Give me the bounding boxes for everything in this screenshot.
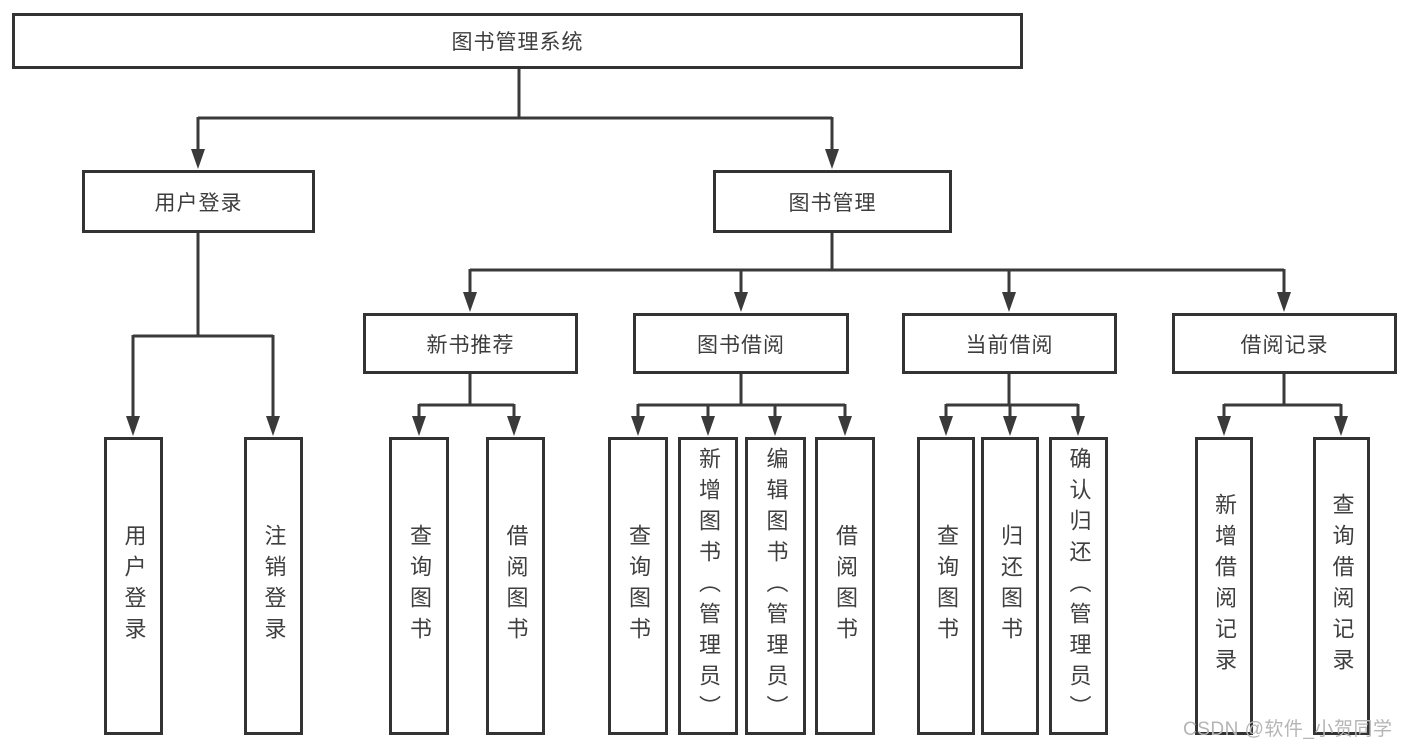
- leaf-return-book: 归还图书: [981, 437, 1039, 735]
- connector-user-login-children: [126, 233, 280, 436]
- leaf-add-book-admin: 新增图书（管理员）: [678, 437, 738, 735]
- connector-new-book-recommend-children: [412, 374, 521, 436]
- connector-borrow-records-children: [1217, 374, 1348, 436]
- leaf-confirm-return-admin-label: 确认归还（管理员）: [1066, 446, 1092, 726]
- node-root: 图书管理系统: [12, 13, 1023, 69]
- leaf-user-login: 用户登录: [104, 437, 163, 735]
- leaf-borrow-book-recommend: 借阅图书: [486, 437, 545, 735]
- node-borrow-records-label: 借阅记录: [1240, 333, 1329, 357]
- leaf-query-book-current: 查询图书: [917, 437, 975, 735]
- leaf-add-borrow-record-label: 新增借阅记录: [1212, 493, 1237, 679]
- node-book-management-label: 图书管理: [788, 191, 877, 215]
- csdn-watermark: CSDN @软件_小贺同学: [1183, 719, 1393, 740]
- leaf-borrow-book: 借阅图书: [815, 437, 875, 735]
- node-user-login: 用户登录: [82, 170, 315, 233]
- leaf-query-book-current-label: 查询图书: [934, 524, 959, 648]
- leaf-borrow-book-recommend-label: 借阅图书: [503, 524, 529, 648]
- leaf-borrow-book-label: 借阅图书: [833, 524, 858, 648]
- node-book-borrow-label: 图书借阅: [697, 333, 785, 357]
- node-new-book-recommend: 新书推荐: [363, 313, 578, 374]
- connector-root-to-level1: [191, 68, 839, 169]
- leaf-user-login-label: 用户登录: [121, 524, 147, 648]
- leaf-query-borrow-record: 查询借阅记录: [1313, 437, 1370, 735]
- leaf-query-book-recommend: 查询图书: [389, 437, 449, 735]
- node-current-borrow-label: 当前借阅: [965, 333, 1054, 357]
- connector-current-borrow-children: [939, 374, 1085, 436]
- node-book-management: 图书管理: [713, 170, 952, 233]
- connector-book-borrow-children: [631, 374, 852, 436]
- leaf-edit-book-admin-label: 编辑图书（管理员）: [763, 446, 789, 726]
- leaf-confirm-return-admin: 确认归还（管理员）: [1049, 437, 1108, 735]
- node-borrow-records: 借阅记录: [1172, 313, 1397, 374]
- node-current-borrow: 当前借阅: [902, 313, 1117, 374]
- node-root-label: 图书管理系统: [451, 31, 584, 54]
- leaf-query-book-borrow: 查询图书: [608, 437, 668, 735]
- node-new-book-recommend-label: 新书推荐: [426, 333, 515, 357]
- node-user-login-label: 用户登录: [154, 191, 243, 215]
- leaf-add-borrow-record: 新增借阅记录: [1195, 437, 1253, 735]
- leaf-query-book-recommend-label: 查询图书: [407, 524, 432, 648]
- leaf-add-book-admin-label: 新增图书（管理员）: [696, 446, 721, 726]
- leaf-query-borrow-record-label: 查询借阅记录: [1329, 493, 1355, 679]
- leaf-logout-label: 注销登录: [261, 524, 287, 648]
- leaf-logout: 注销登录: [244, 437, 303, 735]
- node-book-borrow: 图书借阅: [633, 313, 849, 374]
- leaf-return-book-label: 归还图书: [998, 524, 1023, 648]
- leaf-query-book-borrow-label: 查询图书: [626, 524, 651, 648]
- connector-book-management-children: [463, 233, 1291, 312]
- leaf-edit-book-admin: 编辑图书（管理员）: [745, 437, 806, 735]
